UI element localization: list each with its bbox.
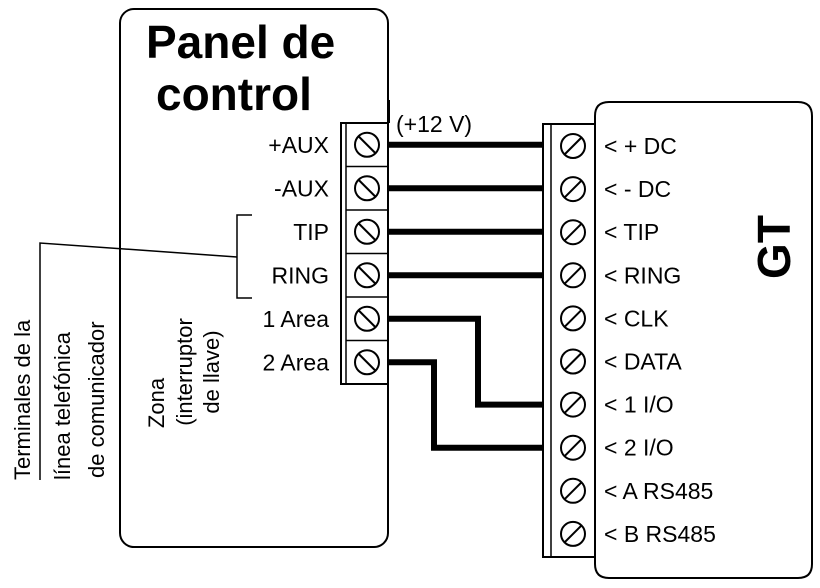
gt-screw-icon [560, 262, 586, 289]
gt-terminal-label: < 1 I/O [604, 392, 674, 418]
phone-annotation-line3: de comunicador [84, 321, 109, 478]
gt-terminal-label: < A RS485 [604, 478, 713, 504]
voltage-note: (+12 V) [396, 111, 472, 137]
gt-device-label: GT [748, 215, 800, 279]
gt-screw-icon [560, 133, 586, 159]
panel-terminal-label: -AUX [274, 175, 329, 201]
panel-terminal-block [340, 122, 389, 385]
wire [388, 315, 543, 408]
gt-screw-icon [560, 434, 586, 461]
panel-terminal-label: 1 Area [263, 306, 330, 332]
gt-terminal-label: < - DC [604, 176, 671, 202]
gt-screw-icon [560, 391, 586, 418]
gt-screw-icon [560, 219, 586, 246]
panel-terminal-label: +AUX [268, 132, 329, 158]
gt-terminal-label: < DATA [604, 349, 682, 375]
gt-terminal-label: < CLK [604, 305, 669, 331]
panel-screw-icon [354, 349, 380, 376]
gt-screw-icon [560, 176, 586, 203]
gt-device-box [594, 101, 813, 579]
panel-terminal-label: TIP [293, 219, 329, 245]
zone-annotation-line2: (interruptor [172, 318, 197, 426]
phone-annotation-line2: línea telefónica [50, 331, 75, 480]
gt-terminal-label: < TIP [604, 219, 659, 245]
panel-terminal-label: RING [272, 262, 330, 288]
phone-line-leader [39, 242, 238, 480]
panel-screw-icon [354, 175, 380, 202]
gt-terminal-label: < RING [604, 262, 681, 288]
gt-terminal-block [542, 123, 596, 558]
gt-screw-icon [560, 348, 586, 375]
phone-annotation-line1: Terminales de la [10, 319, 35, 480]
panel-screw-icon [354, 218, 380, 245]
gt-terminal-label: < + DC [604, 133, 677, 159]
zone-annotation-line1: Zona [144, 377, 169, 428]
zone-annotation-line3: de llave) [199, 330, 224, 413]
gt-screw-icon [560, 520, 586, 547]
panel-screw-icon [354, 305, 380, 332]
panel-terminal-label: 2 Area [263, 349, 330, 375]
panel-title-line1: Panel de [146, 16, 335, 68]
panel-title-line2: control [156, 68, 312, 120]
gt-terminal-label: < B RS485 [604, 521, 716, 547]
panel-screw-icon [354, 262, 380, 289]
panel-screw-icon [354, 131, 380, 158]
gt-terminal-label: < 2 I/O [604, 435, 674, 461]
phone-line-bracket [236, 214, 252, 299]
wire [388, 359, 543, 451]
gt-screw-icon [560, 305, 586, 332]
gt-screw-icon [560, 477, 586, 504]
